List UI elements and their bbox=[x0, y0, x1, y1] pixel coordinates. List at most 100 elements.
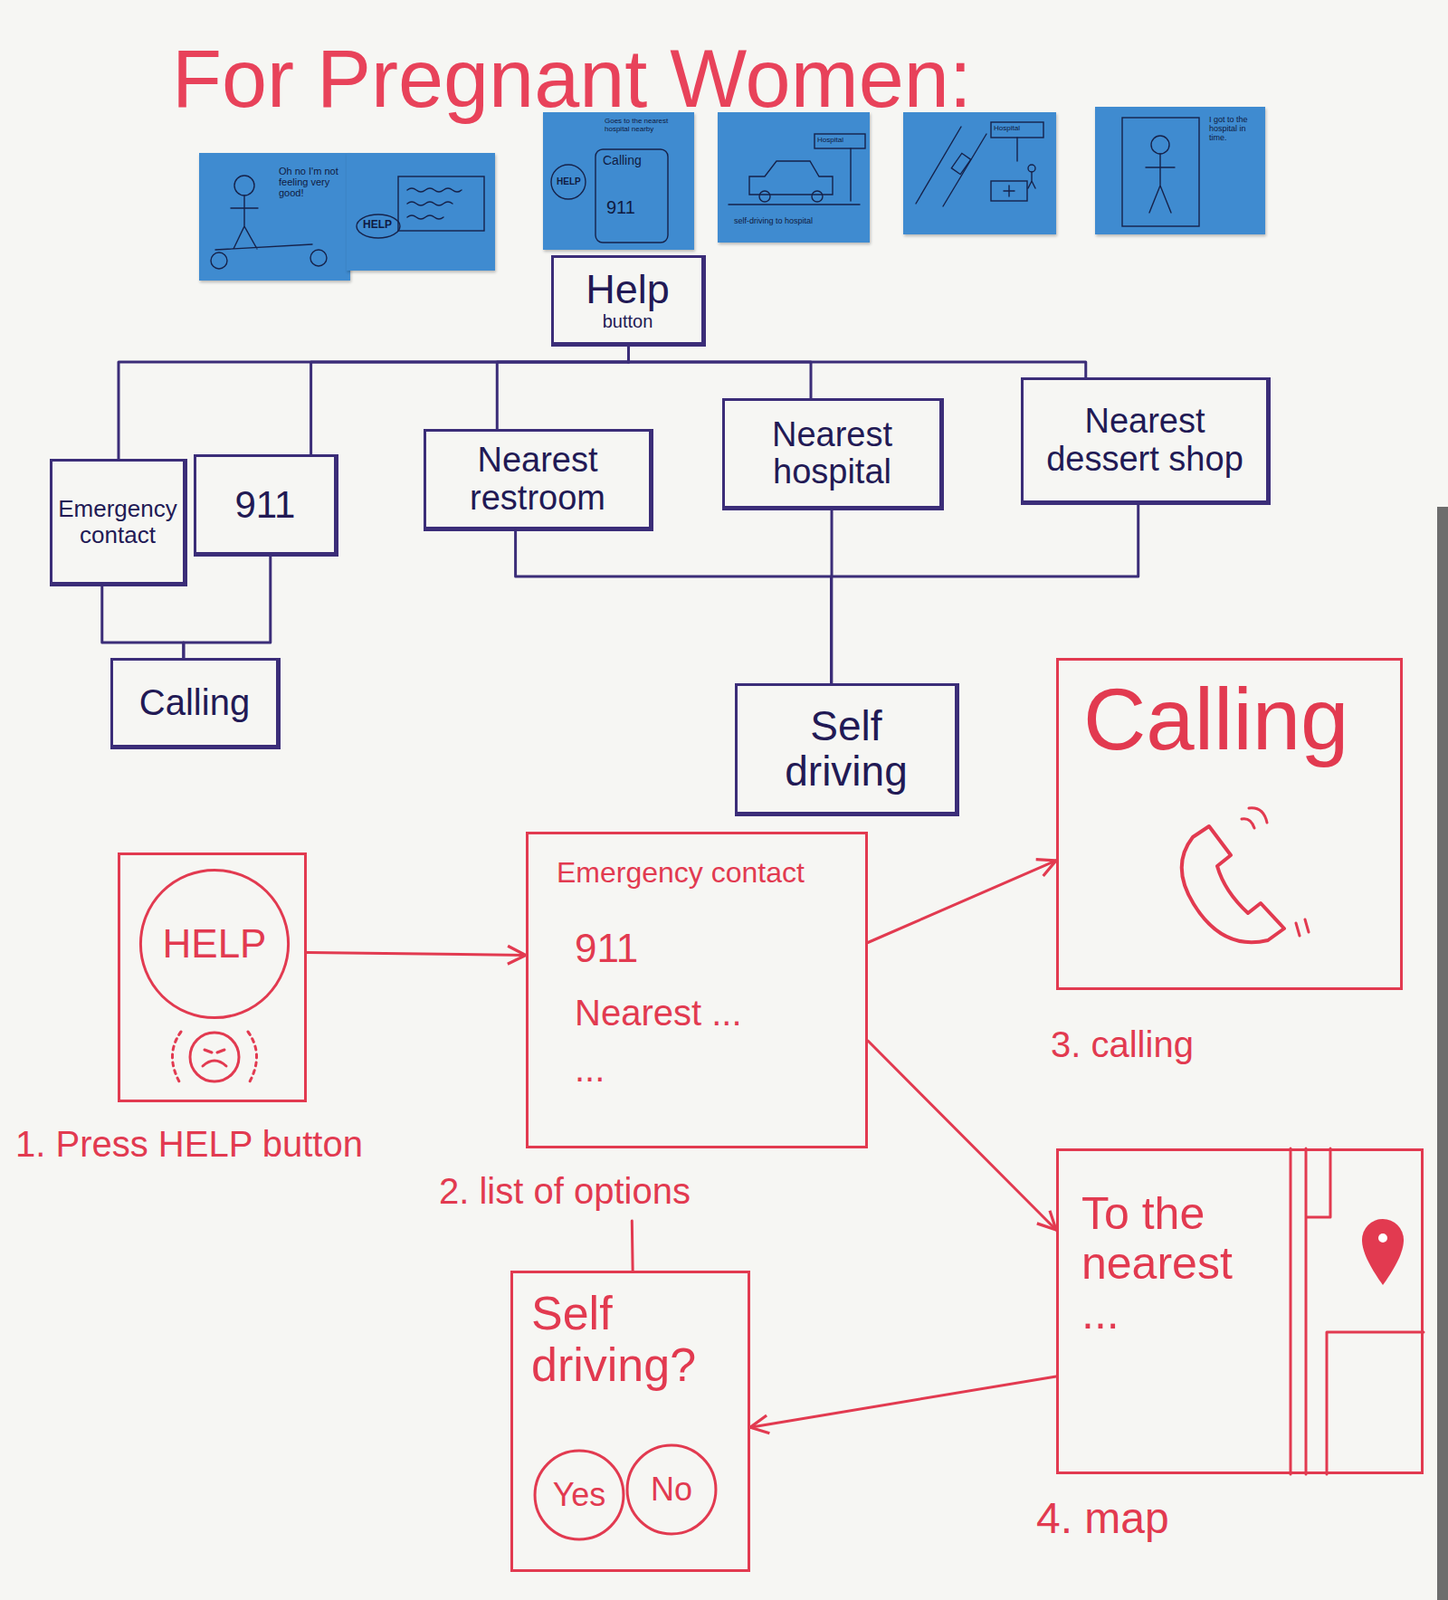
stick-figure bbox=[1028, 164, 1036, 172]
sign-post bbox=[1016, 137, 1018, 162]
box-label: Nearest hospital bbox=[733, 416, 931, 491]
step-caption: 1. Press HELP button bbox=[15, 1124, 363, 1164]
button-circle: Yes bbox=[533, 1448, 626, 1542]
screen-sketch: Calling 3. calling bbox=[1050, 657, 1403, 1084]
sticky-note: Oh no I'm not feeling very good! bbox=[199, 152, 351, 281]
screen-text: ... bbox=[574, 1048, 605, 1089]
note-text: Oh no I'm not feeling very good! bbox=[278, 165, 346, 199]
tree-connector bbox=[496, 346, 629, 429]
map-streets bbox=[1290, 1148, 1424, 1475]
crying-face bbox=[190, 1032, 239, 1082]
cross bbox=[1003, 185, 1015, 197]
note-text: 911 bbox=[606, 197, 636, 218]
flow-arrow bbox=[306, 952, 526, 955]
sign bbox=[814, 133, 866, 149]
stick-figure bbox=[215, 195, 313, 250]
tree-connector bbox=[311, 346, 629, 455]
box-label: Emergency contact bbox=[57, 495, 178, 547]
process-box: Self driving bbox=[734, 683, 960, 817]
wheel bbox=[210, 252, 228, 269]
note-text: HELP bbox=[556, 176, 582, 187]
page-title: For Pregnant Women: bbox=[171, 34, 972, 124]
screen-text: Nearest ... bbox=[574, 992, 743, 1033]
phone-handset bbox=[1181, 826, 1285, 943]
sticky-note: I got to the hospital in time. bbox=[1095, 106, 1266, 235]
step-caption: 3. calling bbox=[1050, 1024, 1194, 1065]
note-text: I got to the hospital in time. bbox=[1209, 115, 1262, 143]
table-edge bbox=[1437, 506, 1448, 1600]
scribble bbox=[407, 188, 462, 220]
process-box: 911 bbox=[193, 454, 339, 557]
note-text: HELP bbox=[362, 219, 392, 231]
stick-figure bbox=[1151, 135, 1170, 154]
box-label: Calling bbox=[122, 683, 267, 723]
help-oval bbox=[356, 214, 401, 239]
map-pin-dot bbox=[1378, 1233, 1388, 1243]
note-text: self-driving to hospital bbox=[733, 217, 861, 227]
process-box: Nearest restroom bbox=[423, 428, 654, 532]
screen-text: Calling bbox=[1083, 671, 1349, 768]
tree-connector bbox=[102, 586, 184, 658]
sticky-sketches bbox=[210, 117, 1200, 269]
phone-screen bbox=[398, 176, 485, 231]
screen-sketches bbox=[171, 808, 1424, 1475]
note-text: Goes to the nearest hospital nearby bbox=[604, 117, 691, 134]
car bbox=[951, 152, 971, 174]
sticky-note: Hospital self-driving to hospital bbox=[717, 112, 870, 243]
stick-figure bbox=[234, 175, 255, 196]
button-circle: No bbox=[625, 1443, 718, 1536]
process-box: Nearest hospital bbox=[722, 398, 944, 511]
door bbox=[1122, 117, 1200, 227]
sign bbox=[990, 122, 1044, 138]
button-label: No bbox=[625, 1472, 718, 1508]
tree-connector bbox=[183, 556, 271, 658]
flow-arrow bbox=[630, 1220, 635, 1271]
process-box: Calling bbox=[110, 657, 281, 750]
button-circle: HELP bbox=[137, 866, 292, 1021]
sticky-note: HELP bbox=[346, 152, 496, 271]
wheel bbox=[310, 249, 327, 267]
box-label: 911 bbox=[205, 484, 325, 525]
wheel bbox=[759, 190, 771, 202]
screen-sketch: Emergency contact911Nearest ......2. lis… bbox=[438, 831, 868, 1221]
button-label: Yes bbox=[533, 1477, 626, 1514]
button-label: HELP bbox=[137, 922, 292, 966]
box-label: Nearest restroom bbox=[435, 441, 640, 516]
road bbox=[915, 126, 987, 207]
tree-connector bbox=[628, 346, 1086, 378]
car bbox=[749, 161, 833, 195]
step-caption: 2. list of options bbox=[438, 1171, 691, 1211]
wheel bbox=[811, 190, 823, 202]
stick-figure bbox=[1028, 171, 1036, 189]
screen-sketch: 1. Press HELP button HELP bbox=[15, 852, 439, 1210]
screen-text: Self driving? bbox=[531, 1287, 735, 1391]
note-text: Hospital bbox=[993, 124, 1020, 134]
phone-outline bbox=[595, 149, 668, 243]
box-label: button bbox=[562, 312, 693, 333]
stick-figure bbox=[1145, 153, 1175, 213]
road bbox=[728, 148, 860, 205]
box-label: Nearest dessert shop bbox=[1032, 402, 1258, 477]
flow-arrow bbox=[867, 860, 1057, 944]
note-text: Hospital bbox=[817, 136, 844, 145]
box-label: Help bbox=[562, 267, 693, 313]
screen-text: To the nearest ... bbox=[1081, 1189, 1263, 1339]
screen-text: 911 bbox=[574, 926, 639, 971]
flow-arrow bbox=[750, 1376, 1057, 1428]
step-caption: 4. map bbox=[1036, 1495, 1170, 1544]
process-box: Nearest dessert shop bbox=[1020, 377, 1271, 505]
tree-connector bbox=[829, 510, 833, 684]
tree-connector bbox=[628, 346, 812, 399]
process-box: Helpbutton bbox=[551, 255, 706, 347]
help-circle bbox=[551, 164, 586, 200]
ring-marks bbox=[1241, 808, 1309, 936]
sticky-note: Hospital bbox=[903, 112, 1057, 235]
sticky-note: Goes to the nearest hospital nearbyCalli… bbox=[543, 112, 695, 250]
tree-connector bbox=[515, 531, 832, 684]
screen-frame bbox=[117, 852, 307, 1103]
note-text: Calling bbox=[602, 153, 642, 168]
tap-marks bbox=[171, 1031, 257, 1082]
flow-arrow bbox=[867, 1040, 1057, 1230]
box-label: Self driving bbox=[764, 704, 928, 794]
